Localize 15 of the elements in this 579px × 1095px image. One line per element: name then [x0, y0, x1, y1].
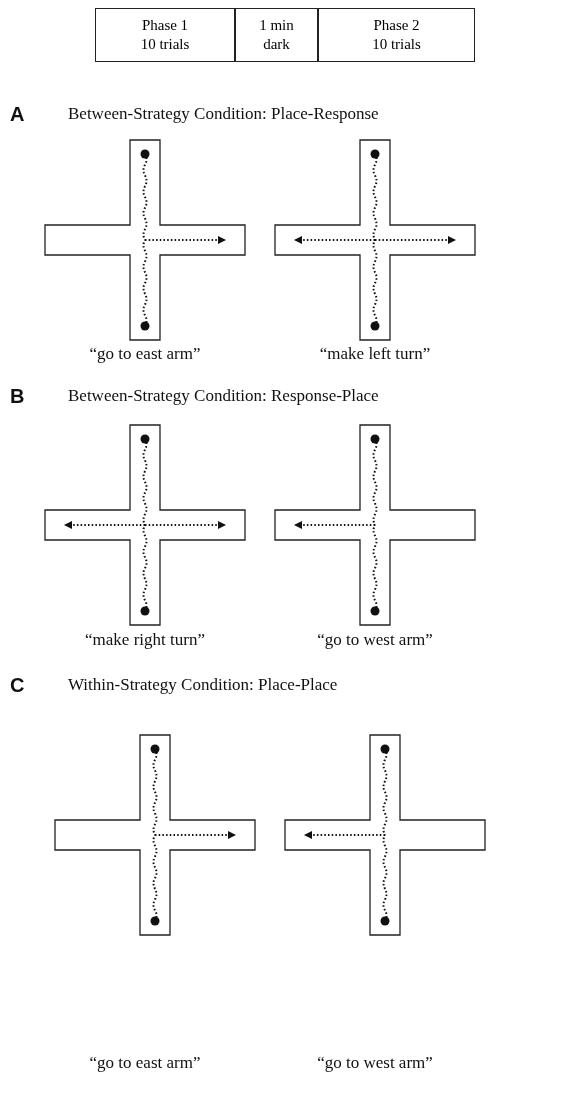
maze-caption: “go to west arm” [316, 1053, 434, 1073]
panel-letter: A [10, 103, 25, 126]
panel-heading: Within-Strategy Condition: Place-Place [68, 675, 338, 695]
maze-caption: “go to west arm” [316, 630, 434, 650]
timeline-cell: Phase 2 10 trials [318, 8, 475, 62]
panel-letter: C [10, 674, 25, 697]
panel-heading: Between-Strategy Condition: Response-Place [68, 386, 379, 406]
maze-caption: “make right turn” [84, 630, 206, 650]
timeline-cell: Phase 1 10 trials [95, 8, 235, 62]
timeline-cell: 1 min dark [235, 8, 318, 62]
maze-caption: “make left turn” [318, 344, 432, 364]
maze-caption: “go to east arm” [88, 1053, 202, 1073]
panel-heading: Between-Strategy Condition: Place-Response [68, 104, 379, 124]
panel-letter: B [10, 385, 25, 408]
maze-caption: “go to east arm” [88, 344, 202, 364]
